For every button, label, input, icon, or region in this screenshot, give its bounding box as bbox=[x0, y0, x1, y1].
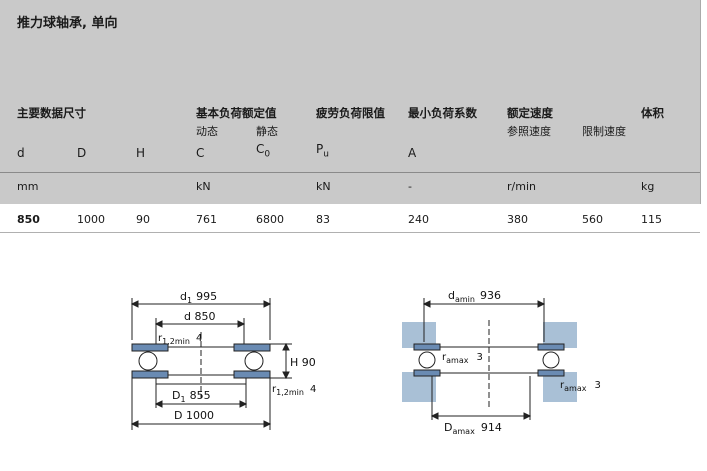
symbol-D: D bbox=[77, 146, 87, 160]
page-title: 推力球轴承, 单向 bbox=[17, 16, 118, 31]
symbol-C: C bbox=[196, 146, 205, 160]
label-H: H 90 bbox=[290, 356, 316, 369]
cell-D: 1000 bbox=[77, 213, 105, 226]
symbol-A: A bbox=[408, 146, 417, 160]
cell-ref-speed: 380 bbox=[507, 213, 528, 226]
label-d: d 850 bbox=[184, 310, 215, 323]
symbol-H: H bbox=[136, 146, 146, 160]
unit-speed: r/min bbox=[507, 180, 536, 193]
table-row: 850 1000 90 761 6800 83 240 380 560 115 bbox=[0, 205, 700, 231]
cell-C0: 6800 bbox=[256, 213, 284, 226]
row-divider bbox=[0, 232, 700, 233]
header-ref-speed: 参照速度 bbox=[507, 125, 551, 138]
header-min-load: 最小负荷系数 bbox=[408, 106, 477, 120]
label-D: D 1000 bbox=[174, 409, 214, 422]
header-fatigue-limit: 疲劳负荷限值 bbox=[316, 106, 385, 120]
unit-kN-P: kN bbox=[316, 180, 331, 193]
header-rated-speed: 额定速度 bbox=[507, 106, 553, 120]
cell-C: 761 bbox=[196, 213, 217, 226]
cell-d: 850 bbox=[17, 213, 40, 226]
header-dynamic: 动态 bbox=[196, 125, 218, 138]
cell-Pu: 83 bbox=[316, 213, 330, 226]
unit-mm: mm bbox=[17, 180, 39, 193]
header-static: 静态 bbox=[256, 125, 278, 138]
header-load-ratings: 基本负荷额定值 bbox=[196, 106, 277, 120]
header-limit-speed: 限制速度 bbox=[582, 125, 626, 138]
symbol-C0: C0 bbox=[256, 142, 271, 160]
header-main-dims: 主要数据尺寸 bbox=[17, 106, 86, 120]
divider-line bbox=[0, 172, 700, 173]
unit-dash: - bbox=[408, 180, 412, 193]
header-mass: 体积 bbox=[641, 106, 664, 120]
unit-kN-C: kN bbox=[196, 180, 211, 193]
cell-mass: 115 bbox=[641, 213, 662, 226]
symbol-Pu: Pu bbox=[316, 142, 329, 160]
header-panel: 推力球轴承, 单向 主要数据尺寸 基本负荷额定值 疲劳负荷限值 最小负荷系数 额… bbox=[0, 0, 701, 204]
symbol-d: d bbox=[17, 146, 25, 160]
unit-kg: kg bbox=[641, 180, 655, 193]
cell-H: 90 bbox=[136, 213, 150, 226]
cell-limit-speed: 560 bbox=[582, 213, 603, 226]
cell-A: 240 bbox=[408, 213, 429, 226]
